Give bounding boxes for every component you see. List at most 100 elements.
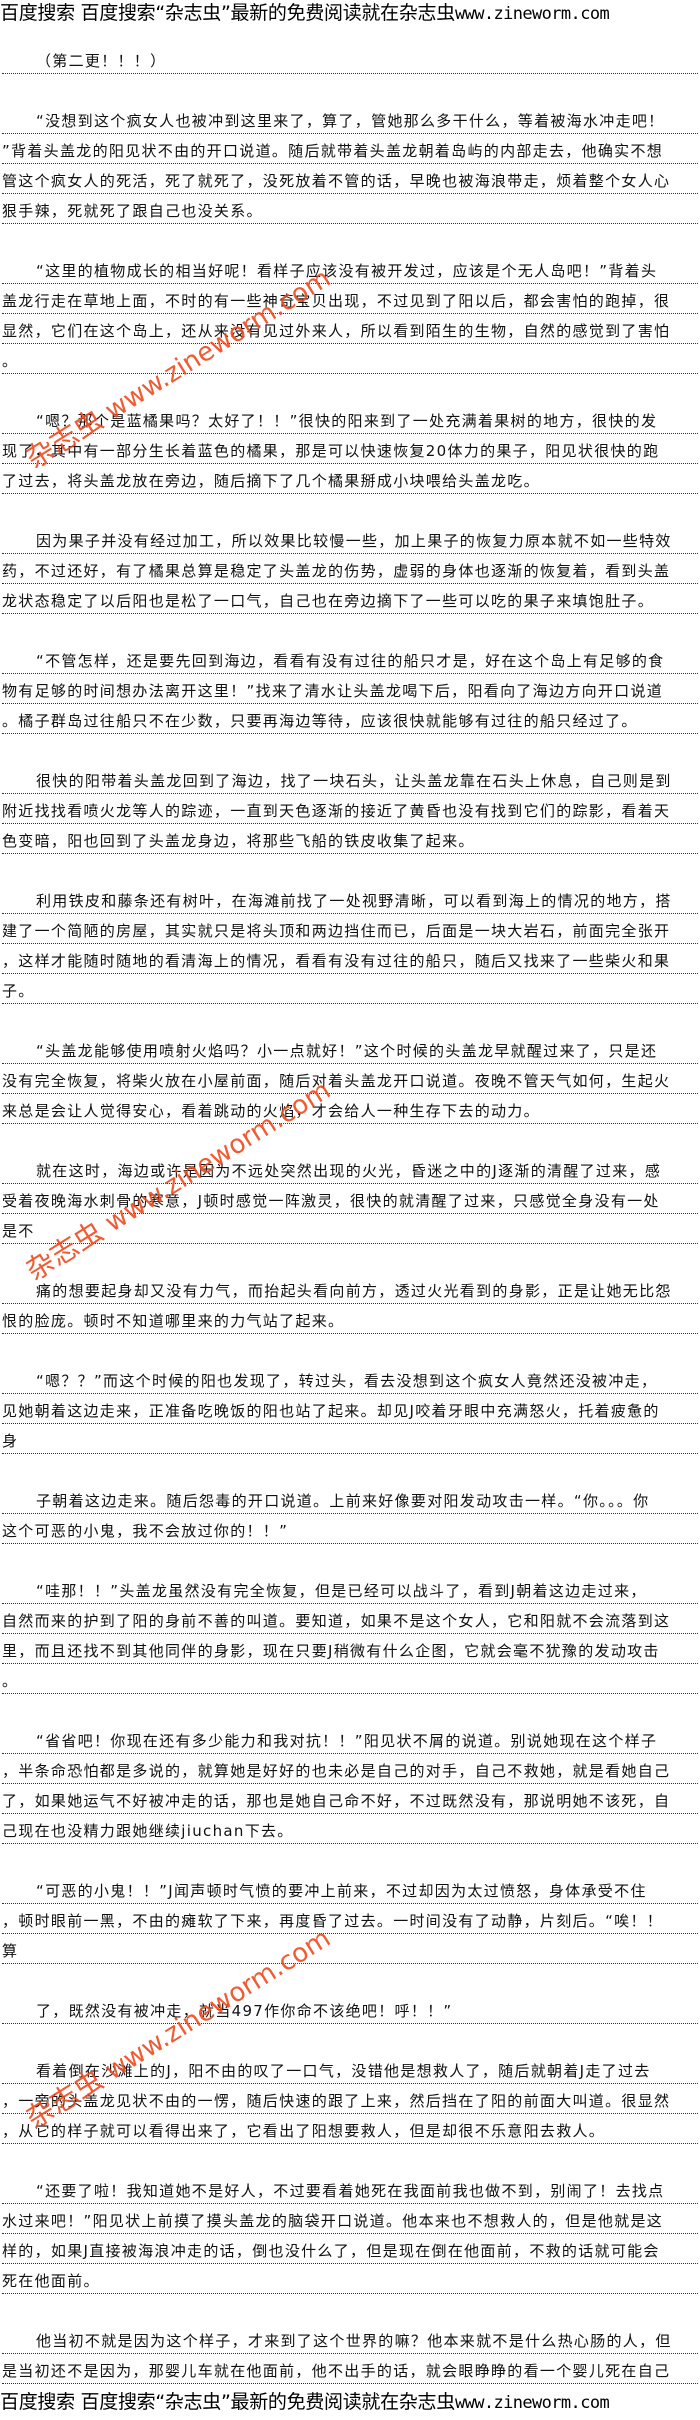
blank-line [2,374,698,404]
banner-text: 百度搜索 百度搜索“杂志虫”最新的免费阅读就在杂志虫 [0,2,455,24]
paragraph: 利用铁皮和藤条还有树叶，在海滩前找了一处视野清晰，可以看到海上的情况的地方，搭建… [2,884,698,1004]
text-line: 显然，它们在这个岛上，还从来没有见过外来人，所以看到陌生的生物，自然的感觉到了害… [2,314,698,344]
blank-line [2,1454,698,1484]
text-line: 药，不过还好，有了橘果总算是稳定了头盖龙的伤势，虚弱的身体也逐渐的恢复着，看到头… [2,554,698,584]
text-line: 没有完全恢复，将柴火放在小屋前面，随后对着头盖龙开口说道。夜晚不管天气如何，生起… [2,1064,698,1094]
text-line: 就在这时，海边或许是因为不远处突然出现的火光，昏迷之中的J逐渐的清醒了过来，感 [2,1154,698,1184]
text-line: 是不 [2,1214,698,1244]
blank-line [2,854,698,884]
text-line: 子朝着这边走来。随后怨毒的开口说道。上前来好像要对阳发动攻击一样。“你。。。你 [2,1484,698,1514]
text-line: （第二更！！！） [2,44,698,74]
text-line: “没想到这个疯女人也被冲到这里来了，算了，管她那么多干什么，等着被海水冲走吧！ [2,104,698,134]
text-line: ，顿时眼前一黑，不由的瘫软了下来，再度昏了过去。一时间没有了动静，片刻后。“唉！… [2,1904,698,1934]
text-line: ”背着头盖龙的阳见状不由的开口说道。随后就带着头盖龙朝着岛屿的内部走去，他确实不… [2,134,698,164]
blank-line [2,1124,698,1154]
text-line: 现了，其中有一部分生长着蓝色的橘果，那是可以快速恢复20体力的果子，阳见状很快的… [2,434,698,464]
blank-line [2,1964,698,1994]
paragraph: “可恶的小鬼！！”J闻声顿时气愤的要冲上前来，不过却因为太过愤怒，身体承受不住，… [2,1874,698,1964]
paragraph: “这里的植物成长的相当好呢！看样子应该没有被开发过，应该是个无人岛吧！”背着头盖… [2,254,698,374]
text-line: 里，而且还找不到其他同伴的身影，现在只要J稍微有什么企图，它就会毫不犹豫的发动攻… [2,1634,698,1664]
paragraph: “没想到这个疯女人也被冲到这里来了，算了，管她那么多干什么，等着被海水冲走吧！”… [2,104,698,224]
text-line: 盖龙行走在草地上面，不时的有一些神奇宝贝出现，不过见到了阳以后，都会害怕的跑掉，… [2,284,698,314]
text-line: 恨的脸庞。顿时不知道哪里来的力气站了起来。 [2,1304,698,1334]
blank-line [2,1004,698,1034]
paragraph: “哇那！！”头盖龙虽然没有完全恢复，但是已经可以战斗了，看到J朝着这边走过来，自… [2,1574,698,1694]
text-line: 自然而来的护到了阳的身前不善的叫道。要知道，如果不是这个女人，它和阳就不会流落到… [2,1604,698,1634]
banner-url-link[interactable]: www.zineworm.com [454,4,610,24]
text-line: 是当初还不是因为，那婴儿车就在他面前，他不出手的话，就会眼睁睁的看一个婴儿死在自… [2,2354,698,2384]
blank-line [2,1334,698,1364]
text-line: 利用铁皮和藤条还有树叶，在海滩前找了一处视野清晰，可以看到海上的情况的地方，搭 [2,884,698,914]
text-line: 了过去，将头盖龙放在旁边，随后摘下了几个橘果掰成小块喂给头盖龙吃。 [2,464,698,494]
text-line: “不管怎样，还是要先回到海边，看看有没有过往的船只才是，好在这个岛上有足够的食 [2,644,698,674]
paragraph: 看着倒在沙滩上的J，阳不由的叹了一口气，没错他是想救人了，随后就朝着J走了过去，… [2,2054,698,2144]
text-line: 很快的阳带着头盖龙回到了海边，找了一块石头，让头盖龙靠在石头上休息，自己则是到 [2,764,698,794]
blank-line [2,1694,698,1724]
paragraph: 因为果子并没有经过加工，所以效果比较慢一些，加上果子的恢复力原本就不如一些特效药… [2,524,698,614]
text-line: ，一旁的头盖龙见状不由的一愣，随后快速的跟了上来，然后挡在了阳的前面大叫道。很显… [2,2084,698,2114]
text-line: “还要了啦！我知道她不是好人，不过要看着她死在我面前我也做不到，别闹了！去找点 [2,2174,698,2204]
paragraph: （第二更！！！） [2,44,698,74]
text-line: “头盖龙能够使用喷射火焰吗？小一点就好！”这个时候的头盖龙早就醒过来了，只是还 [2,1034,698,1064]
text-line: 狠手辣，死就死了跟自己也没关系。 [2,194,698,224]
text-line: 这个可恶的小鬼，我不会放过你的！！” [2,1514,698,1544]
paragraph: “嗯？？”而这个时候的阳也发现了，转过头，看去没想到这个疯女人竟然还没被冲走，见… [2,1364,698,1454]
blank-line [2,2294,698,2324]
paragraph: “省省吧！你现在还有多少能力和我对抗！！”阳见状不屑的说道。别说她现在这个样子，… [2,1724,698,1844]
banner-url-link[interactable]: www.zineworm.com [454,2393,610,2413]
text-line: 了，既然没有被冲走，就当497作你命不该绝吧！呼！！” [2,1994,698,2024]
text-line: “这里的植物成长的相当好呢！看样子应该没有被开发过，应该是个无人岛吧！”背着头 [2,254,698,284]
text-line: 。 [2,344,698,374]
text-line: ，从它的样子就可以看得出来了，它看出了阳想要救人，但是却很不乐意阳去救人。 [2,2114,698,2144]
text-line: 附近找找看喷火龙等人的踪迹，一直到天色逐渐的接近了黄昏也没有找到它们的踪影，看着… [2,794,698,824]
text-line: 物有足够的时间想办法离开这里！”找来了清水让头盖龙喝下后，阳看向了海边方向开口说… [2,674,698,704]
text-line: “哇那！！”头盖龙虽然没有完全恢复，但是已经可以战斗了，看到J朝着这边走过来， [2,1574,698,1604]
blank-line [2,1544,698,1574]
paragraph: 他当初不就是因为这个样子，才来到了这个世界的嘛？他本来就不是什么热心肠的人，但是… [2,2324,698,2384]
text-line: 己现在也没精力跟她继续jiuchan下去。 [2,1814,698,1844]
paragraph: 了，既然没有被冲走，就当497作你命不该绝吧！呼！！” [2,1994,698,2024]
banner-text: 百度搜索 百度搜索“杂志虫”最新的免费阅读就在杂志虫 [0,2391,455,2413]
paragraph: 子朝着这边走来。随后怨毒的开口说道。上前来好像要对阳发动攻击一样。“你。。。你这… [2,1484,698,1544]
text-line: 子。 [2,974,698,1004]
text-line: 了，如果她运气不好被冲走的话，那也是她自己命不好，不过既然没有，那说明她不该死，… [2,1784,698,1814]
text-line: 见她朝着这边走来，正准备吃晚饭的阳也站了起来。却见J咬着牙眼中充满怒火，托着疲惫… [2,1394,698,1424]
text-line: 样的，如果J直接被海浪冲走的话，倒也没什么了，但是现在倒在他面前，不救的话就可能… [2,2234,698,2264]
paragraph: “嗯？那个是蓝橘果吗？太好了！！”很快的阳来到了一处充满着果树的地方，很快的发现… [2,404,698,494]
blank-line [2,1244,698,1274]
paragraph: “还要了啦！我知道她不是好人，不过要看着她死在我面前我也做不到，别闹了！去找点水… [2,2174,698,2294]
paragraph: “头盖龙能够使用喷射火焰吗？小一点就好！”这个时候的头盖龙早就醒过来了，只是还没… [2,1034,698,1124]
paragraph: 痛的想要起身却又没有力气，而抬起头看向前方，透过火光看到的身影，正是让她无比怨恨… [2,1274,698,1334]
paragraph: 很快的阳带着头盖龙回到了海边，找了一块石头，让头盖龙靠在石头上休息，自己则是到附… [2,764,698,854]
text-line: 看着倒在沙滩上的J，阳不由的叹了一口气，没错他是想救人了，随后就朝着J走了过去 [2,2054,698,2084]
footer-banner: 百度搜索 百度搜索“杂志虫”最新的免费阅读就在杂志虫www.zineworm.c… [0,2389,700,2419]
text-line: 他当初不就是因为这个样子，才来到了这个世界的嘛？他本来就不是什么热心肠的人，但 [2,2324,698,2354]
text-line: 水过来吧！”阳见状上前摸了摸头盖龙的脑袋开口说道。他本来也不想救人的，但是他就是… [2,2204,698,2234]
blank-line [2,1844,698,1874]
text-line: ，半条命恐怕都是多说的，就算她是好好的也未必是自己的对手，自己不救她，就是看她自… [2,1754,698,1784]
text-line: 色变暗，阳也回到了头盖龙身边，将那些飞船的铁皮收集了起来。 [2,824,698,854]
text-line: “可恶的小鬼！！”J闻声顿时气愤的要冲上前来，不过却因为太过愤怒，身体承受不住 [2,1874,698,1904]
blank-line [2,614,698,644]
chapter-content: （第二更！！！） “没想到这个疯女人也被冲到这里来了，算了，管她那么多干什么，等着… [2,44,698,2384]
blank-line [2,2144,698,2174]
text-line: “嗯？？”而这个时候的阳也发现了，转过头，看去没想到这个疯女人竟然还没被冲走， [2,1364,698,1394]
paragraph: “不管怎样，还是要先回到海边，看看有没有过往的船只才是，好在这个岛上有足够的食物… [2,644,698,734]
text-line: 管这个疯女人的死活，死了就死了，没死放着不管的话，早晚也被海浪带走，烦着整个女人… [2,164,698,194]
text-line: “嗯？那个是蓝橘果吗？太好了！！”很快的阳来到了一处充满着果树的地方，很快的发 [2,404,698,434]
text-line: 死在他面前。 [2,2264,698,2294]
blank-line [2,2024,698,2054]
text-line: 因为果子并没有经过加工，所以效果比较慢一些，加上果子的恢复力原本就不如一些特效 [2,524,698,554]
text-line: 。橘子群岛过往船只不在少数，只要再海边等待，应该很快就能够有过往的船只经过了。 [2,704,698,734]
text-line: 痛的想要起身却又没有力气，而抬起头看向前方，透过火光看到的身影，正是让她无比怨 [2,1274,698,1304]
blank-line [2,494,698,524]
text-line: 身 [2,1424,698,1454]
text-line: 。 [2,1664,698,1694]
text-line: 来总是会让人觉得安心，看着跳动的火焰，才会给人一种生存下去的动力。 [2,1094,698,1124]
text-line: ，这样才能随时随地的看清海上的情况，看看有没有过往的船只，随后又找来了一些柴火和… [2,944,698,974]
blank-line [2,224,698,254]
text-line: 龙状态稳定了以后阳也是松了一口气，自己也在旁边摘下了一些可以吃的果子来填饱肚子。 [2,584,698,614]
text-line: 受着夜晚海水刺骨的寒意，J顿时感觉一阵激灵，很快的就清醒了过来，只感觉全身没有一… [2,1184,698,1214]
blank-line [2,734,698,764]
header-banner: 百度搜索 百度搜索“杂志虫”最新的免费阅读就在杂志虫www.zineworm.c… [0,0,700,30]
